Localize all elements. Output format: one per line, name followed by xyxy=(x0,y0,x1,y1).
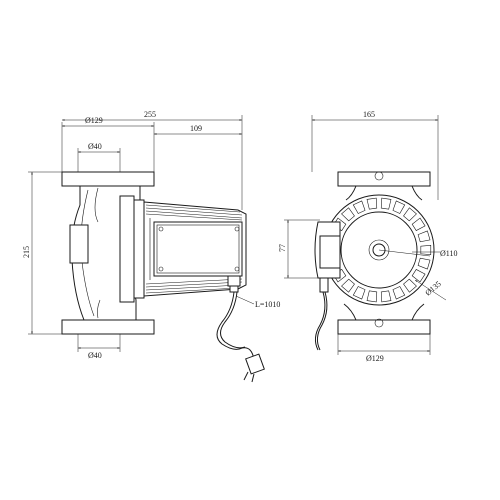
dim-front-flange: Ø129 xyxy=(366,354,384,363)
volute-fin xyxy=(341,207,355,222)
volute-fin xyxy=(380,290,392,303)
volute-fin xyxy=(411,269,426,283)
impeller-housing xyxy=(340,211,418,289)
pump-inlet-stub xyxy=(69,224,89,264)
dim-motor-length: 109 xyxy=(190,124,202,133)
dim-cable-length: L=1010 xyxy=(255,300,280,309)
dim-front-width: 165 xyxy=(363,110,375,119)
volute-fin xyxy=(341,278,355,293)
volute-fin xyxy=(403,278,417,293)
dim-axis-height: 77 xyxy=(278,244,287,252)
terminal-box xyxy=(153,221,243,277)
motor-fins xyxy=(145,204,243,294)
power-plug xyxy=(243,353,265,383)
volute-fin xyxy=(392,200,406,214)
dim-volute-dia: Ø135 xyxy=(424,279,443,297)
volute-fin xyxy=(352,286,366,300)
dim-flange-outer: Ø129 xyxy=(85,116,103,125)
side-view: Ø129 255 109 Ø40 215 Ø40 L=1010 xyxy=(22,110,280,383)
volute-fin xyxy=(352,200,366,214)
volute-fin xyxy=(392,286,406,300)
front-bottom-flange xyxy=(337,319,431,335)
dim-overall-height: 215 xyxy=(22,246,31,258)
dim-side-width: 255 xyxy=(144,110,156,119)
volute-fin xyxy=(366,197,378,210)
volute-fin xyxy=(380,197,392,210)
volute-fin xyxy=(420,244,432,256)
motor-flange xyxy=(133,199,145,299)
volute-fin xyxy=(411,217,426,231)
top-flange xyxy=(61,171,155,187)
power-cable xyxy=(216,291,255,361)
front-top-flange xyxy=(337,171,431,187)
dim-bore-top: Ø40 xyxy=(88,142,102,151)
bottom-flange xyxy=(61,319,155,335)
front-view: 165 77 Ø110 Ø135 Ø129 xyxy=(278,110,457,363)
pump-adapter xyxy=(119,195,135,303)
volute-fin xyxy=(366,290,378,303)
volute-fin xyxy=(403,207,417,222)
dim-bore-bottom: Ø40 xyxy=(88,351,102,360)
dim-impeller-dia: Ø110 xyxy=(440,249,457,258)
cable-gland xyxy=(227,275,241,287)
volute-fin xyxy=(417,257,431,270)
volute-fin xyxy=(417,230,431,243)
